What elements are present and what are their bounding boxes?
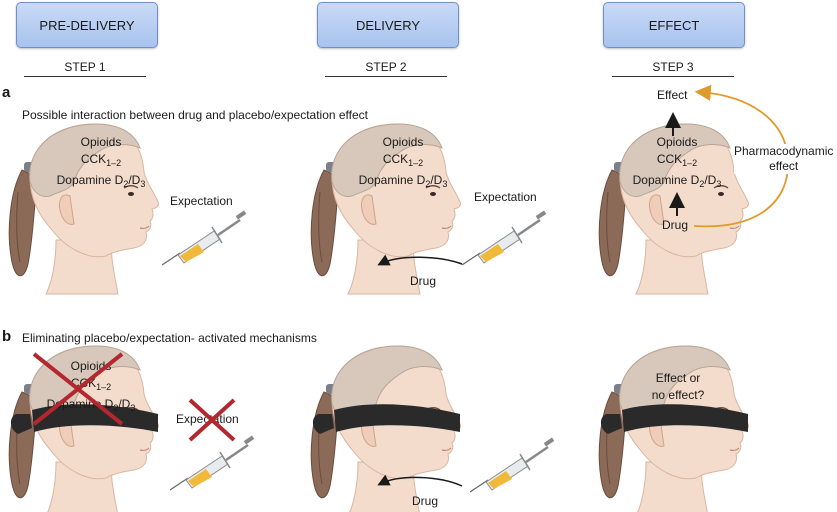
step-box-pre-delivery: PRE-DELIVERY: [16, 2, 158, 48]
row-a-letter: a: [2, 84, 11, 101]
syringe-b1: [170, 434, 256, 492]
cross-expectation-b1: [188, 398, 236, 442]
drug-arrow-a2: [377, 254, 463, 266]
step-2-label: STEP 2: [365, 60, 407, 74]
step-1-rule: [24, 76, 146, 77]
row-b-letter: b: [2, 328, 12, 345]
brain-label-a1: Opioids CCK1–2 Dopamine D2/D3: [56, 135, 146, 189]
drug-label-b2: Drug: [412, 494, 439, 508]
drug-label-a2: Drug: [410, 274, 437, 288]
expectation-label-b1: Expectation: [176, 412, 239, 426]
expectation-label-a1: Expectation: [170, 194, 233, 208]
syringe-a1: [162, 209, 248, 267]
step-2-rule: [325, 76, 447, 77]
row-a-title: Possible interaction between drug and pl…: [22, 108, 369, 122]
effect-label-a3: Effect: [657, 88, 688, 102]
brain-label-a3: Opioids CCK1–2 Dopamine D2/D3: [632, 135, 722, 189]
drug-arrow-b2: [377, 474, 463, 487]
drug-label-a3: Drug: [662, 218, 689, 232]
step-box-effect: EFFECT: [603, 2, 745, 48]
expectation-label-a2: Expectation: [474, 190, 537, 204]
step-box-delivery: DELIVERY: [317, 2, 459, 48]
syringe-a2: [462, 209, 548, 267]
step-3-label: STEP 3: [652, 60, 694, 74]
step-1-label: STEP 1: [64, 60, 106, 74]
step-3-rule: [612, 76, 734, 77]
brain-label-a2: Opioids CCK1–2 Dopamine D2/D3: [358, 135, 448, 189]
syringe-b2: [470, 436, 556, 494]
row-b-title: Eliminating placebo/expectation- activat…: [22, 331, 317, 345]
cross-b1: [32, 352, 124, 426]
